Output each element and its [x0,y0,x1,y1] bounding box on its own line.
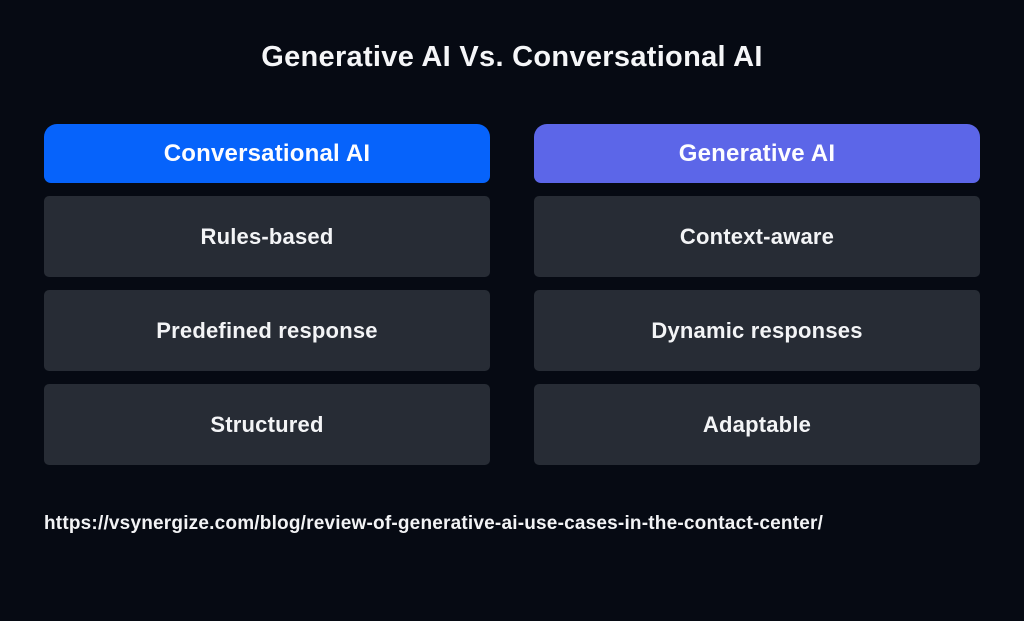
generative-row-adaptable: Adaptable [534,384,980,465]
conversational-row-structured: Structured [44,384,490,465]
conversational-ai-header: Conversational AI [44,124,490,183]
column-conversational-ai: Conversational AI Rules-based Predefined… [44,124,490,465]
conversational-row-predefined-response: Predefined response [44,290,490,371]
generative-row-context-aware: Context-aware [534,196,980,277]
column-generative-ai: Generative AI Context-aware Dynamic resp… [534,124,980,465]
generative-row-dynamic-responses: Dynamic responses [534,290,980,371]
comparison-grid: Conversational AI Rules-based Predefined… [0,124,1024,465]
page-title: Generative AI Vs. Conversational AI [261,41,763,73]
source-url-text: https://vsynergize.com/blog/review-of-ge… [44,513,824,534]
conversational-row-rules-based: Rules-based [44,196,490,277]
generative-ai-header: Generative AI [534,124,980,183]
